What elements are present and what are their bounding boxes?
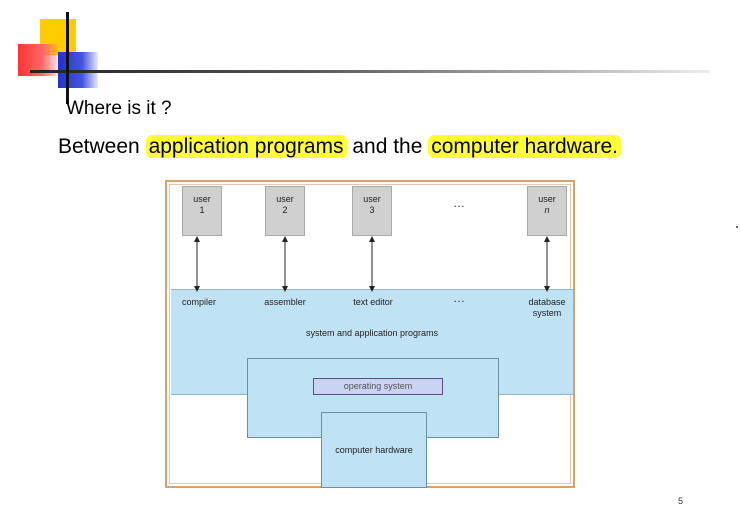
arrow-user-n bbox=[544, 236, 550, 292]
user-ellipsis: … bbox=[453, 196, 465, 210]
os-layer-diagram: user 1 user 2 user 3 … user n compiler a… bbox=[165, 180, 575, 488]
stray-mark bbox=[736, 226, 738, 228]
arrow-user-1 bbox=[194, 236, 200, 292]
user-box-n: user n bbox=[527, 186, 567, 236]
arrow-user-2 bbox=[282, 236, 288, 292]
user-box-1: user 1 bbox=[182, 186, 222, 236]
user-n-label: user bbox=[538, 194, 556, 204]
program-text-editor: text editor bbox=[353, 297, 393, 307]
program-database-system: system bbox=[532, 308, 562, 318]
user-1-label: user bbox=[193, 194, 211, 204]
arrow-user-3 bbox=[369, 236, 375, 292]
user-n-number: n bbox=[544, 205, 550, 215]
highlight-application-programs: application programs bbox=[145, 135, 347, 158]
slide-heading: Where is it ? bbox=[66, 98, 172, 119]
operating-system-label: operating system bbox=[313, 378, 443, 395]
slide-subline: Between application programs and the com… bbox=[58, 135, 621, 159]
program-compiler: compiler bbox=[181, 297, 216, 307]
deco-vertical-rule bbox=[66, 12, 69, 104]
subline-prefix: Between bbox=[58, 135, 146, 158]
user-3-number: 3 bbox=[369, 205, 375, 215]
user-box-3: user 3 bbox=[352, 186, 392, 236]
deco-horizontal-rule bbox=[30, 70, 710, 73]
program-assembler: assembler bbox=[264, 297, 306, 307]
highlight-computer-hardware: computer hardware. bbox=[428, 135, 621, 158]
user-box-2: user 2 bbox=[265, 186, 305, 236]
system-programs-label: system and application programs bbox=[305, 328, 439, 338]
user-2-label: user bbox=[276, 194, 294, 204]
user-3-label: user bbox=[363, 194, 381, 204]
user-2-number: 2 bbox=[282, 205, 288, 215]
program-ellipsis: … bbox=[453, 291, 465, 305]
user-1-number: 1 bbox=[199, 205, 205, 215]
slide-number: 5 bbox=[678, 496, 684, 506]
program-database: database bbox=[528, 297, 566, 307]
subline-middle: and the bbox=[346, 135, 429, 158]
computer-hardware-layer: computer hardware bbox=[321, 412, 427, 488]
